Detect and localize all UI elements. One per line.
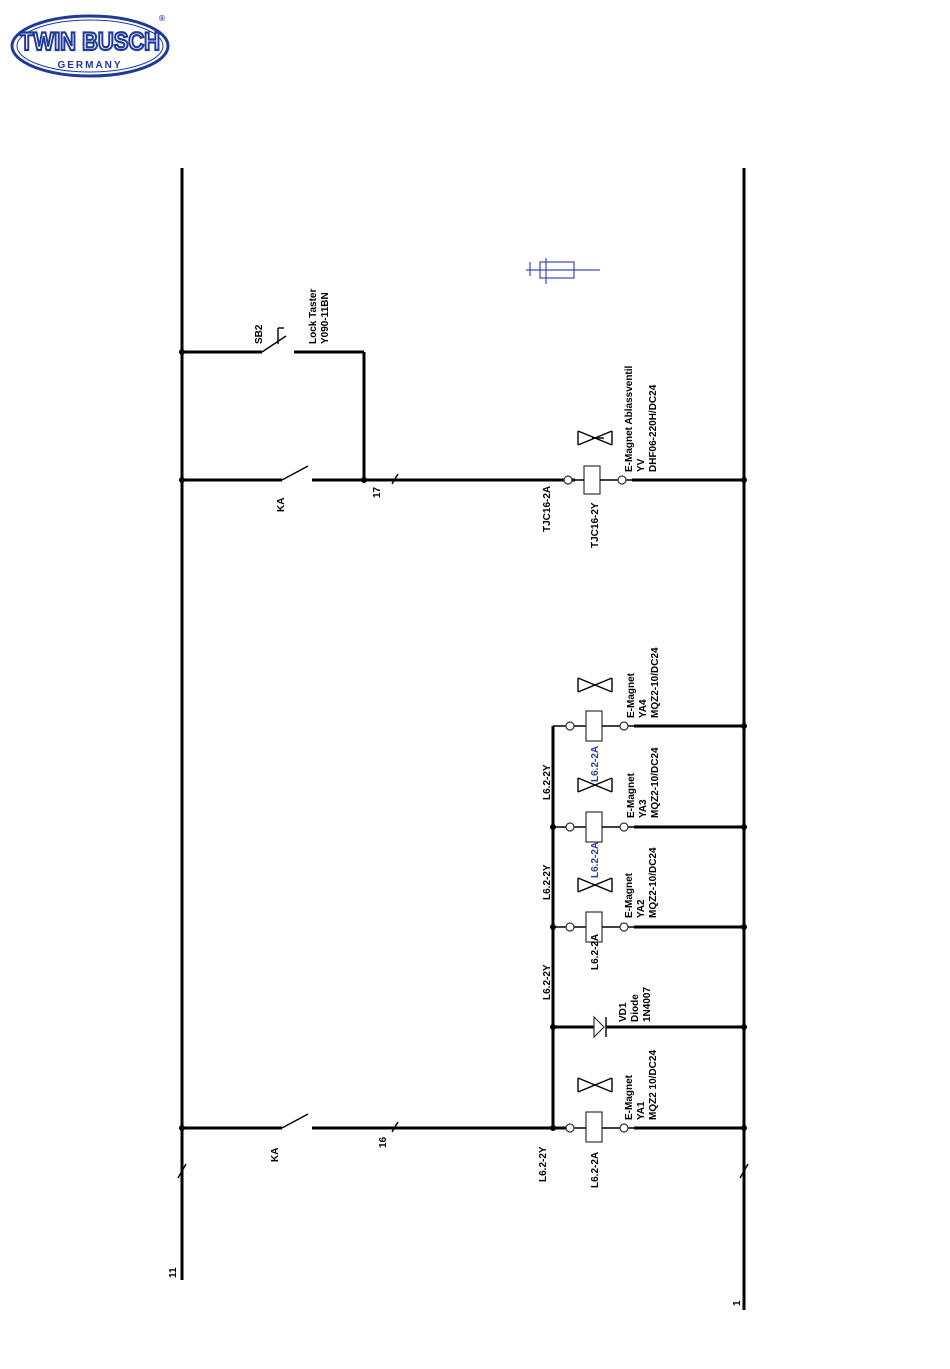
row-ya2 bbox=[553, 877, 744, 943]
label-tjc16-2a: TJC16-2A bbox=[542, 486, 553, 532]
label-l62y-3: L6.2-2Y bbox=[542, 964, 553, 1000]
logo-sub: GERMANY bbox=[57, 60, 122, 71]
junction-dot bbox=[179, 1125, 185, 1131]
label-tjc16-2y: TJC16-2Y bbox=[590, 502, 601, 548]
label-lock-taster: Lock Taster bbox=[308, 289, 319, 344]
label-y090: Y090-11BN bbox=[320, 292, 331, 344]
row-vd1 bbox=[553, 1015, 744, 1039]
junction-dot bbox=[741, 477, 747, 483]
junction-dot bbox=[550, 1024, 556, 1030]
twin-busch-logo: TWIN BUSCH GERMANY ® bbox=[10, 14, 170, 78]
label-ya3-name: E-Magnet bbox=[626, 772, 637, 818]
label-l62y-4: L6.2-2Y bbox=[538, 1146, 549, 1182]
label-ya3: YA3 bbox=[638, 799, 649, 818]
label-ka-top: KA bbox=[276, 498, 287, 512]
label-ya1-model: MQZ2 10/DC24 bbox=[648, 1050, 659, 1120]
junction-dot bbox=[741, 924, 747, 930]
junction-dot bbox=[741, 723, 747, 729]
label-ka-bottom: KA bbox=[270, 1148, 281, 1162]
row-ya1 bbox=[182, 1077, 744, 1143]
rail-tick-left bbox=[177, 1163, 187, 1179]
sb2-branch bbox=[182, 327, 366, 480]
rail-tick-right bbox=[739, 1163, 749, 1179]
label-ya2-model: MQZ2-10/DC24 bbox=[648, 847, 659, 918]
label-l62a-ya1: L6.2-2A bbox=[590, 1152, 601, 1188]
junction-dot bbox=[741, 1125, 747, 1131]
label-yv-model: DHF06-220H/DC24 bbox=[648, 384, 659, 472]
row-ya3 bbox=[553, 777, 744, 843]
label-node-17: 17 bbox=[372, 486, 383, 498]
logo-registered: ® bbox=[159, 14, 165, 23]
label-ya2: YA2 bbox=[636, 899, 647, 918]
legend-symbol bbox=[526, 258, 600, 284]
label-l62a-ya2: L6.2-2A bbox=[590, 934, 601, 970]
label-yv-name: E-Magnet Ablassventil bbox=[624, 365, 635, 472]
row-ya4 bbox=[553, 677, 744, 742]
label-l62a-blue-2: L6.2-2A bbox=[590, 842, 601, 878]
label-ya2-name: E-Magnet bbox=[624, 872, 635, 918]
junction-dot bbox=[550, 824, 556, 830]
label-node-1: 1 bbox=[732, 1300, 743, 1306]
label-ya1-name: E-Magnet bbox=[624, 1074, 635, 1120]
label-ya4-model: MQZ2-10/DC24 bbox=[650, 647, 661, 718]
junction-dot bbox=[550, 924, 556, 930]
label-node-11: 11 bbox=[168, 1267, 179, 1278]
label-l62y-2: L6.2-2Y bbox=[542, 864, 553, 900]
label-diode-model: 1N4007 bbox=[642, 987, 653, 1022]
junction-dot bbox=[179, 349, 185, 355]
label-ya1: YA1 bbox=[636, 1101, 647, 1120]
junction-dot bbox=[179, 477, 185, 483]
label-ya3-model: MQZ2-10/DC24 bbox=[650, 747, 661, 818]
label-sb2: SB2 bbox=[254, 324, 265, 344]
logo-brand: TWIN BUSCH bbox=[20, 28, 160, 56]
label-node-16: 16 bbox=[378, 1136, 389, 1148]
label-l62y-1: L6.2-2Y bbox=[542, 764, 553, 800]
label-diode: Diode bbox=[630, 994, 641, 1022]
row-yv bbox=[182, 430, 744, 495]
junction-dot bbox=[741, 824, 747, 830]
junction-dot bbox=[361, 477, 367, 483]
junction-dot bbox=[741, 1024, 747, 1030]
label-ya4: YA4 bbox=[638, 699, 649, 718]
label-yv: YV bbox=[636, 458, 647, 472]
label-vd1: VD1 bbox=[618, 1002, 629, 1022]
label-l62a-blue-1: L6.2-2A bbox=[590, 746, 601, 782]
label-ya4-name: E-Magnet bbox=[626, 672, 637, 718]
junction-dot bbox=[550, 1125, 556, 1131]
